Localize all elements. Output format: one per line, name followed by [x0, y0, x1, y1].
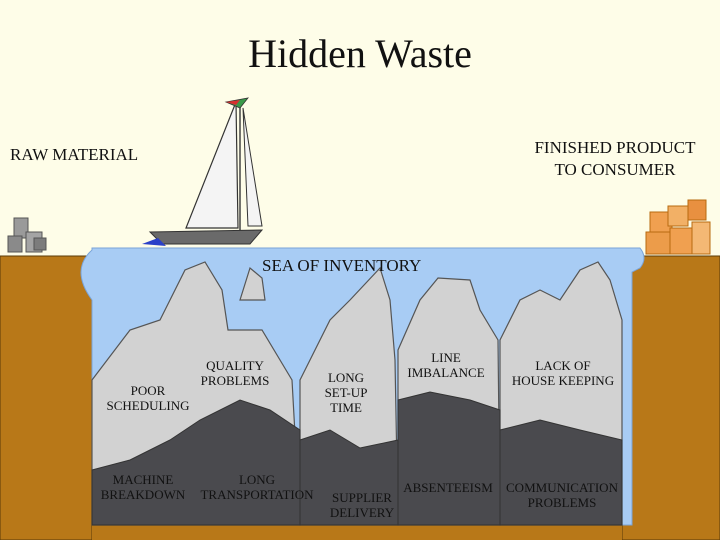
rock-base-1	[91, 399, 301, 526]
problem-machine-breakdown: MACHINE BREAKDOWN	[90, 472, 196, 502]
problem-label-line: TRANSPORTATION	[200, 487, 314, 502]
problem-lack-of-housekeeping: LACK OF HOUSE KEEPING	[500, 358, 626, 388]
problem-label-line: TIME	[330, 400, 362, 415]
problem-label-line: MACHINE	[112, 472, 174, 487]
problem-label-line: IMBALANCE	[407, 365, 485, 380]
problem-label-line: POOR	[130, 383, 166, 398]
problem-label-line: ABSENTEEISM	[403, 480, 493, 495]
raw-material-label: RAW MATERIAL	[10, 145, 139, 164]
problem-label-line: PROBLEMS	[527, 495, 597, 510]
sea-of-inventory-label: SEA OF INVENTORY	[262, 256, 422, 275]
sailboat-icon	[142, 97, 264, 246]
problem-poor-scheduling: POOR SCHEDULING	[98, 383, 198, 413]
rock-peak-2	[239, 266, 266, 301]
problem-label-line: SET-UP	[324, 385, 368, 400]
page-title: Hidden Waste	[248, 31, 472, 76]
problem-quality: QUALITY PROBLEMS	[185, 358, 285, 388]
right-bank	[621, 255, 720, 540]
river-bed	[92, 525, 622, 540]
problem-label-line: HOUSE KEEPING	[511, 373, 615, 388]
problem-label-line: DELIVERY	[329, 505, 395, 520]
problem-absenteeism: ABSENTEEISM	[398, 480, 498, 495]
problem-supplier-delivery: SUPPLIER DELIVERY	[322, 490, 402, 520]
rock-base-4	[499, 419, 623, 526]
rock-base-3	[397, 391, 501, 526]
problem-label-line: SCHEDULING	[106, 398, 190, 413]
problem-label-line: COMMUNICATION	[506, 480, 618, 495]
problem-label-line: BREAKDOWN	[100, 487, 186, 502]
finished-product-icon	[645, 199, 711, 255]
problem-label-line: SUPPLIER	[332, 490, 392, 505]
problem-label-line: QUALITY	[206, 358, 264, 373]
raw-material-icon	[7, 217, 47, 253]
problem-label-line: LONG	[238, 472, 276, 487]
problem-label-line: LINE	[431, 350, 461, 365]
problem-long-setup-time: LONG SET-UP TIME	[318, 370, 374, 415]
problem-communication: COMMUNICATION PROBLEMS	[500, 480, 624, 510]
left-bank	[0, 255, 93, 540]
problem-long-transportation: LONG TRANSPORTATION	[194, 472, 320, 502]
finished-product-label: FINISHED PRODUCT TO CONSUMER	[510, 137, 720, 181]
rock-bases	[91, 391, 623, 526]
problem-label-line: PROBLEMS	[200, 373, 270, 388]
problem-line-imbalance: LINE IMBALANCE	[398, 350, 494, 380]
finished-product-label-line-1: FINISHED PRODUCT	[534, 138, 696, 157]
finished-product-label-line-2: TO CONSUMER	[554, 160, 676, 179]
problem-label-line: LONG	[327, 370, 365, 385]
problem-label-line: LACK OF	[535, 358, 591, 373]
